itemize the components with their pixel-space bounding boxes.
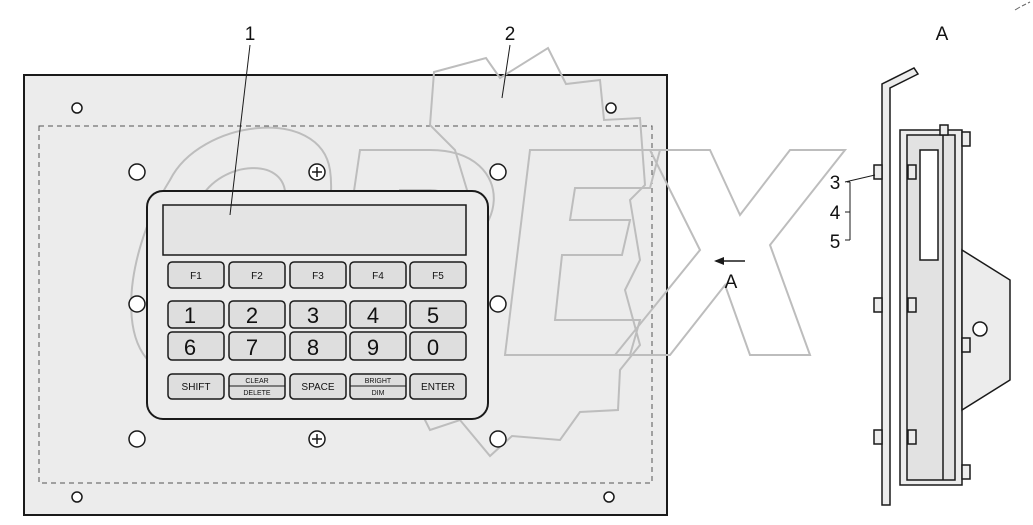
view-a-title: A bbox=[936, 24, 949, 45]
hole bbox=[489, 163, 507, 181]
key-6-label: 6 bbox=[184, 335, 196, 360]
key-8-label: 8 bbox=[307, 335, 319, 360]
callout-3: 3 bbox=[830, 173, 841, 194]
mounting-holes bbox=[128, 163, 507, 448]
key-5-label: 5 bbox=[427, 303, 439, 328]
key-enter[interactable] bbox=[409, 373, 467, 400]
bolt bbox=[907, 297, 917, 313]
key-shift[interactable] bbox=[167, 373, 225, 400]
bolt bbox=[907, 429, 917, 445]
hole bbox=[603, 491, 615, 503]
callout-5: 5 bbox=[830, 232, 841, 253]
function-key-row: F1 F2 F3 F4 F5 bbox=[167, 261, 467, 289]
key-1[interactable] bbox=[167, 300, 225, 329]
corner-holes bbox=[71, 102, 617, 503]
bolt bbox=[961, 131, 971, 147]
key-f4[interactable] bbox=[349, 261, 407, 289]
side-front-plate bbox=[881, 67, 920, 506]
bolt bbox=[939, 124, 949, 136]
key-space[interactable] bbox=[289, 373, 347, 400]
callout-1: 1 bbox=[245, 24, 256, 45]
screw-holes bbox=[308, 163, 326, 448]
key-1-label: 1 bbox=[184, 303, 196, 328]
key-9-label: 9 bbox=[367, 335, 379, 360]
hole bbox=[71, 491, 83, 503]
key-8[interactable] bbox=[289, 331, 347, 361]
control-key-row: SHIFT CLEAR DELETE SPACE BRIGHT DIM ENTE… bbox=[167, 373, 467, 400]
key-f5[interactable] bbox=[409, 261, 467, 289]
bolt bbox=[873, 429, 883, 445]
key-bright-label: BRIGHT bbox=[365, 378, 392, 385]
hole bbox=[128, 163, 146, 181]
bolt bbox=[873, 297, 883, 313]
bolt bbox=[961, 464, 971, 480]
key-4-label: 4 bbox=[367, 303, 379, 328]
key-enter-label: ENTER bbox=[421, 382, 455, 393]
dashed-cutout-outline bbox=[38, 125, 653, 484]
watermark-letter-x bbox=[612, 149, 848, 356]
key-clear-label: CLEAR bbox=[245, 378, 268, 385]
callout-2: 2 bbox=[505, 24, 516, 45]
key-2-label: 2 bbox=[246, 303, 258, 328]
key-f3-label: F3 bbox=[312, 271, 324, 282]
key-f4-label: F4 bbox=[372, 271, 384, 282]
leader-line-2 bbox=[501, 44, 511, 99]
side-view-a bbox=[873, 67, 1011, 506]
view-arrow-head bbox=[714, 257, 724, 265]
hole bbox=[489, 430, 507, 448]
key-9[interactable] bbox=[349, 331, 407, 361]
leader-line-1 bbox=[229, 44, 251, 216]
key-2[interactable] bbox=[228, 300, 286, 329]
hole bbox=[489, 295, 507, 313]
key-f2[interactable] bbox=[228, 261, 286, 289]
key-f2-label: F2 bbox=[251, 271, 263, 282]
key-f1[interactable] bbox=[167, 261, 225, 289]
key-f5-label: F5 bbox=[432, 271, 444, 282]
key-delete-label: DELETE bbox=[243, 390, 271, 397]
key-0-label: 0 bbox=[427, 335, 439, 360]
view-arrow-label: A bbox=[725, 272, 738, 293]
hole bbox=[71, 102, 83, 114]
keypad-display bbox=[162, 204, 467, 256]
bolt bbox=[873, 164, 883, 180]
bolt bbox=[907, 164, 917, 180]
key-space-label: SPACE bbox=[301, 382, 334, 393]
digit-row-1: 1 2 3 4 5 bbox=[167, 300, 467, 329]
key-shift-label: SHIFT bbox=[182, 382, 211, 393]
bolt bbox=[961, 337, 971, 353]
key-3[interactable] bbox=[289, 300, 347, 329]
key-6[interactable] bbox=[167, 331, 225, 361]
hole bbox=[605, 102, 617, 114]
key-5[interactable] bbox=[409, 300, 467, 329]
key-f3[interactable] bbox=[289, 261, 347, 289]
key-4[interactable] bbox=[349, 300, 407, 329]
key-f1-label: F1 bbox=[190, 271, 202, 282]
bracket-hole bbox=[972, 321, 988, 337]
callout-4: 4 bbox=[830, 203, 841, 224]
callout-bracket bbox=[844, 174, 876, 241]
hole bbox=[128, 295, 146, 313]
side-display-window bbox=[919, 149, 939, 261]
key-7-label: 7 bbox=[246, 335, 258, 360]
key-0[interactable] bbox=[409, 331, 467, 361]
key-7[interactable] bbox=[228, 331, 286, 361]
side-bolts bbox=[873, 124, 971, 480]
key-3-label: 3 bbox=[307, 303, 319, 328]
digit-row-2: 6 7 8 9 0 bbox=[167, 331, 467, 361]
key-dim-label: DIM bbox=[372, 390, 385, 397]
corner-mark bbox=[1014, 1, 1031, 11]
hole bbox=[128, 430, 146, 448]
